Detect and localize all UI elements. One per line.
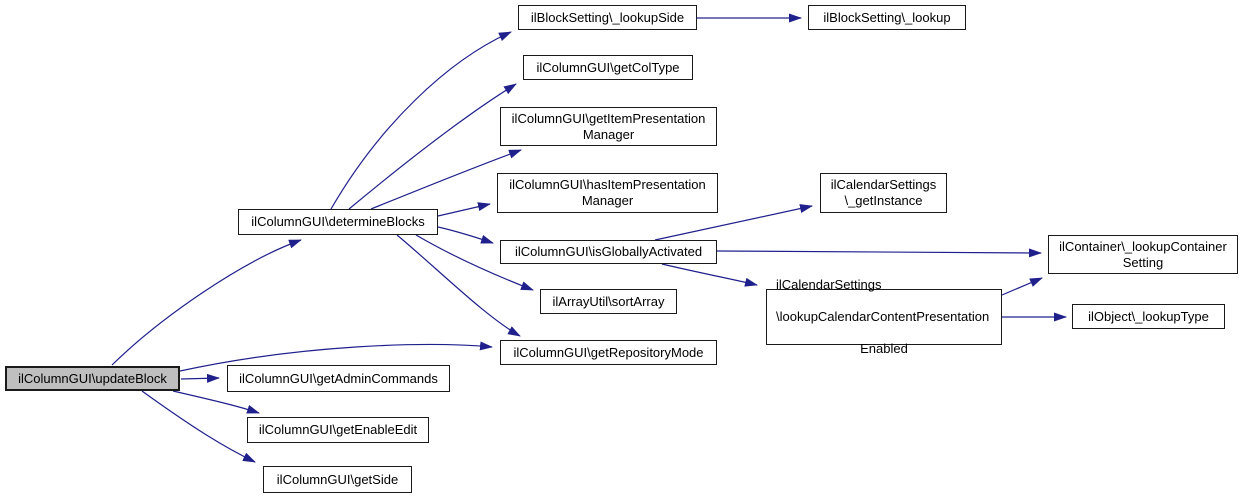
edge-determineblocks-getcoltype xyxy=(348,83,517,210)
node-getside[interactable]: ilColumnGUI\getSide xyxy=(263,466,412,493)
node-isgloballyactivated[interactable]: ilColumnGUI\isGloballyActivated xyxy=(500,240,717,264)
edge-determineblocks-lookupside xyxy=(330,31,512,210)
node-lookupside[interactable]: ilBlockSetting\_lookupSide xyxy=(518,5,697,30)
edge-updateblock-getrepositorymode xyxy=(179,341,493,372)
node-label-line: Enabled xyxy=(860,341,908,356)
node-getinstance[interactable]: ilCalendarSettings \_getInstance xyxy=(820,173,947,213)
node-determineblocks[interactable]: ilColumnGUI\determineBlocks xyxy=(238,209,438,235)
edge-lookupcalendarcontentpresentationenabled-lookupcontainersetting xyxy=(1001,277,1043,296)
node-label-line: ilCalendarSettings xyxy=(776,277,882,292)
node-getenableedit[interactable]: ilColumnGUI\getEnableEdit xyxy=(247,417,429,443)
node-updateblock: ilColumnGUI\updateBlock xyxy=(5,366,180,391)
edge-updateblock-getside xyxy=(141,390,256,463)
node-lookupcalendarcontentpresentationenabled[interactable]: ilCalendarSettings \lookupCalendarConten… xyxy=(766,277,1002,356)
edge-determineblocks-getrepositorymode xyxy=(396,234,521,337)
node-lookup[interactable]: ilBlockSetting\_lookup xyxy=(808,5,966,30)
edge-isgloballyactivated-getinstance xyxy=(654,204,813,241)
edge-determineblocks-getitempresentationmanager xyxy=(370,149,522,210)
node-label-lines: ilCalendarSettings \lookupCalendarConten… xyxy=(767,261,1001,373)
edge-isgloballyactivated-lookupcalendarcontentpresentationenabled xyxy=(661,263,758,287)
edge-updateblock-getenableedit xyxy=(172,390,260,414)
node-label-line: \lookupCalendarContentPresentation xyxy=(776,309,990,324)
edge-determineblocks-sortarray xyxy=(415,234,534,291)
node-sortarray[interactable]: ilArrayUtil\sortArray xyxy=(540,289,677,314)
edge-determineblocks-isgloballyactivated xyxy=(437,226,494,244)
edge-isgloballyactivated-lookupcontainersetting xyxy=(716,248,1042,258)
node-hasitempresentationmanager[interactable]: ilColumnGUI\hasItemPresentation Manager xyxy=(497,173,718,213)
node-getrepositorymode[interactable]: ilColumnGUI\getRepositoryMode xyxy=(500,340,717,365)
node-getitempresentationmanager[interactable]: ilColumnGUI\getItemPresentation Manager xyxy=(500,107,717,146)
edge-determineblocks-hasitempresentationmanager xyxy=(437,202,491,217)
node-lookupcontainersetting[interactable]: ilContainer\_lookupContainer Setting xyxy=(1048,235,1238,274)
edge-updateblock-determineblocks xyxy=(111,239,302,366)
node-lookuptype[interactable]: ilObject\_lookupType xyxy=(1072,304,1225,329)
node-getcoltype[interactable]: ilColumnGUI\getColType xyxy=(523,55,693,80)
node-getadmincommands[interactable]: ilColumnGUI\getAdminCommands xyxy=(227,365,450,392)
edge-updateblock-getadmincommands xyxy=(180,373,220,383)
